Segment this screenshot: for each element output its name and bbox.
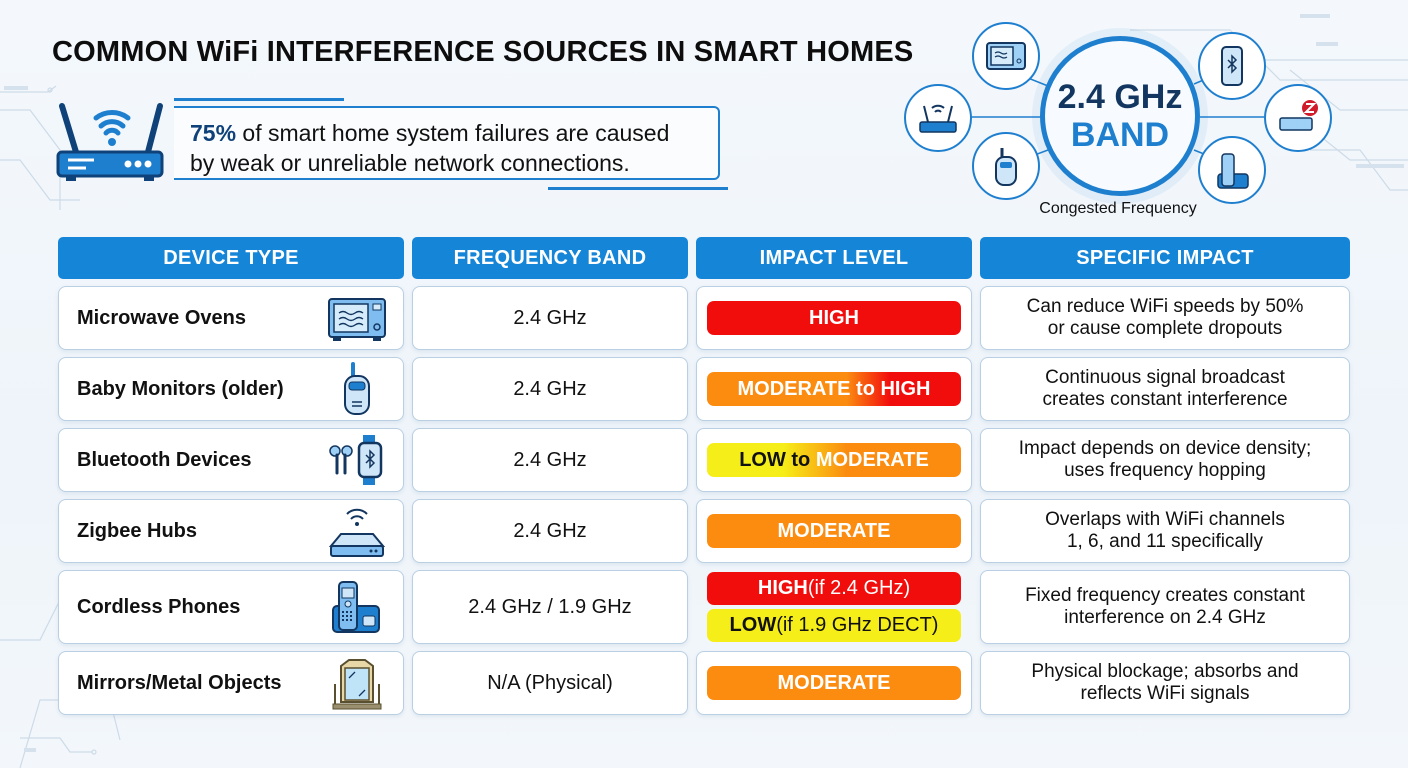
impact-label-bold: HIGH (757, 577, 808, 599)
device-name: Bluetooth Devices (77, 448, 252, 471)
impact-badge-moderate-to-high: MODERATE to HIGH (707, 372, 961, 406)
zigbee-hub-icon (1264, 84, 1332, 152)
impact-cell: HIGH (if 2.4 GHz) LOW (if 1.9 GHz DECT) (696, 570, 972, 644)
impact-badge-low-to-moderate: LOW to MODERATE (707, 443, 961, 477)
specific-line2: creates constant interference (1042, 389, 1288, 410)
specific-line1: Can reduce WiFi speeds by 50% (1026, 296, 1304, 317)
microwave-icon (328, 298, 386, 341)
frequency-cell: N/A (Physical) (412, 651, 688, 715)
earbuds-smartwatch-icon (329, 435, 383, 485)
specific-line2: or cause complete dropouts (1047, 318, 1283, 339)
table-row: Baby Monitors (older) 2.4 GHz MODERATE t… (58, 357, 1350, 421)
impact-label-condition: (if 1.9 GHz DECT) (776, 614, 939, 636)
specific-line1: Continuous signal broadcast (1045, 367, 1285, 388)
frequency-cell: 2.4 GHz (412, 428, 688, 492)
table-row: Bluetooth Devices 2.4 GHz LOW to MODERAT… (58, 428, 1350, 492)
device-cell: Zigbee Hubs (58, 499, 404, 563)
device-name: Zigbee Hubs (77, 519, 198, 542)
device-cell: Cordless Phones (58, 570, 404, 644)
impact-cell: LOW to MODERATE (696, 428, 972, 492)
header-device-type: DEVICE TYPE (58, 237, 404, 279)
device-cell: Mirrors/Metal Objects (58, 651, 404, 715)
header-impact-level: IMPACT LEVEL (696, 237, 972, 279)
impact-label-bold: LOW (729, 614, 777, 636)
stat-line1: of smart home system failures are caused (236, 120, 670, 146)
device-cell: Baby Monitors (older) (58, 357, 404, 421)
specific-impact-cell: Impact depends on device density;uses fr… (980, 428, 1350, 492)
mirror-icon (332, 659, 382, 710)
impact-badge-low-conditional: LOW (if 1.9 GHz DECT) (707, 609, 961, 642)
impact-badge-high-conditional: HIGH (if 2.4 GHz) (707, 572, 961, 605)
frequency-cell: 2.4 GHz / 1.9 GHz (412, 570, 688, 644)
device-name: Cordless Phones (77, 595, 241, 618)
table-row: Cordless Phones 2.4 GHz / 1.9 GHz HIGH (… (58, 570, 1350, 644)
impact-label-low: LOW to (739, 448, 811, 471)
interference-table: DEVICE TYPE FREQUENCY BAND IMPACT LEVEL … (58, 237, 1350, 715)
specific-line1: Physical blockage; absorbs and (1031, 661, 1299, 682)
specific-line2: interference on 2.4 GHz (1064, 607, 1266, 628)
bluetooth-phone-icon (1198, 32, 1266, 100)
page-title: COMMON WiFi INTERFERENCE SOURCES IN SMAR… (52, 36, 914, 68)
specific-line2: reflects WiFi signals (1080, 683, 1250, 704)
band-label: BAND (1070, 116, 1170, 154)
band-caption: Congested Frequency (1039, 200, 1197, 217)
impact-cell: MODERATE to HIGH (696, 357, 972, 421)
impact-label-moderate: MODERATE (815, 448, 929, 471)
impact-badge-high: HIGH (707, 301, 961, 335)
impact-cell: HIGH (696, 286, 972, 350)
microwave-icon (972, 22, 1040, 90)
impact-badge-moderate: MODERATE (707, 514, 961, 548)
cordless-phone-icon (1198, 136, 1266, 204)
stat-frame (174, 98, 728, 190)
router-icon (56, 103, 164, 181)
baby-monitor-icon (344, 362, 370, 415)
band-frequency: 2.4 GHz (1057, 78, 1183, 116)
specific-line1: Fixed frequency creates constant (1025, 585, 1305, 606)
table-header: DEVICE TYPE FREQUENCY BAND IMPACT LEVEL … (58, 237, 1350, 279)
frequency-cell: 2.4 GHz (412, 499, 688, 563)
specific-line2: 1, 6, and 11 specifically (1066, 531, 1264, 552)
router-icon (904, 84, 972, 152)
baby-monitor-icon (972, 132, 1040, 200)
frequency-cell: 2.4 GHz (412, 357, 688, 421)
table-row: Mirrors/Metal Objects N/A (Physical) MOD… (58, 651, 1350, 715)
device-name: Baby Monitors (older) (77, 377, 284, 400)
stat-line2: by weak or unreliable network connection… (190, 150, 630, 176)
specific-line1: Impact depends on device density; (1018, 438, 1312, 459)
device-cell: Bluetooth Devices (58, 428, 404, 492)
impact-cell: MODERATE (696, 499, 972, 563)
cordless-phone-icon (332, 581, 380, 633)
band-diagram: 2.4 GHz BAND Congested Frequency (898, 0, 1408, 230)
impact-badge-moderate: MODERATE (707, 666, 961, 700)
impact-cell: MODERATE (696, 651, 972, 715)
header-frequency-band: FREQUENCY BAND (412, 237, 688, 279)
table-row: Microwave Ovens 2.4 GHz HIGH Can reduce … (58, 286, 1350, 350)
device-name: Microwave Ovens (77, 306, 246, 329)
specific-impact-cell: Can reduce WiFi speeds by 50%or cause co… (980, 286, 1350, 350)
impact-label-condition: (if 2.4 GHz) (807, 577, 911, 599)
device-cell: Microwave Ovens (58, 286, 404, 350)
band-circle: 2.4 GHz BAND (1040, 36, 1200, 196)
stat-callout: 75% of smart home system failures are ca… (56, 94, 736, 194)
frequency-cell: 2.4 GHz (412, 286, 688, 350)
specific-line1: Overlaps with WiFi channels (1045, 509, 1285, 530)
device-name: Mirrors/Metal Objects (77, 671, 282, 694)
header-specific-impact: SPECIFIC IMPACT (980, 237, 1350, 279)
stat-text: 75% of smart home system failures are ca… (190, 118, 730, 178)
stat-percent: 75% (190, 120, 237, 146)
table-row: Zigbee Hubs 2.4 GHz MODERATE Overlaps wi… (58, 499, 1350, 563)
specific-line2: uses frequency hopping (1064, 460, 1266, 481)
zigbee-hub-icon (328, 508, 386, 557)
